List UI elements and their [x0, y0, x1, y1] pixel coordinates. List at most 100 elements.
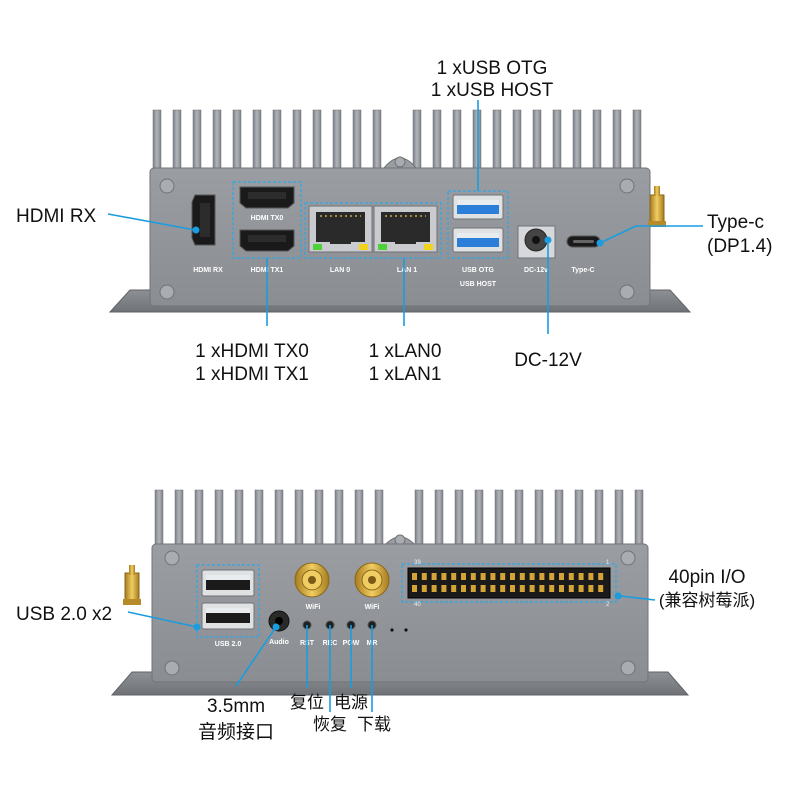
- top-heatsink-fins: [152, 109, 642, 173]
- gpio-callout-line2: (兼容树莓派): [659, 591, 755, 610]
- gpio-pin: [421, 573, 427, 580]
- audio-callout-line2: 音频接口: [198, 721, 274, 743]
- gpio-pin: [480, 573, 486, 580]
- bottom-device: USB 2.0 Audio WiFi WiFi RST REC: [110, 489, 690, 696]
- gpio-pin: [500, 573, 506, 580]
- usb20-port-lower: [201, 602, 255, 630]
- wifi-connector-right: WiFi: [354, 562, 390, 611]
- gpio-pin: [588, 585, 594, 592]
- gpio-pin: [519, 573, 525, 580]
- screw-icon: [164, 660, 180, 676]
- link-led: [378, 244, 387, 250]
- dc-jack-label: DC-12v: [524, 267, 548, 274]
- gpio-pin: [412, 573, 417, 580]
- gpio-pin: [559, 573, 564, 580]
- reset-callout: 复位: [290, 693, 324, 712]
- gpio-pin: [510, 585, 515, 592]
- usb-host-port-label: USB HOST: [460, 281, 497, 288]
- gpio-pin1-label: 1: [606, 560, 610, 566]
- lan-callout-line1: 1 xLAN0: [369, 341, 442, 362]
- gpio-pin: [461, 573, 466, 580]
- link-led: [313, 244, 322, 250]
- hdmi-rx-callout: HDMI RX: [16, 206, 97, 227]
- gpio-pin: [490, 573, 496, 580]
- usb-host-port: [452, 227, 504, 253]
- gpio-pin: [441, 585, 447, 592]
- wifi-connector-left: WiFi: [294, 562, 330, 611]
- gpio-pin: [451, 573, 457, 580]
- status-led: [404, 628, 408, 632]
- screw-icon: [164, 550, 180, 566]
- hdmi-tx0-port: HDMI TX0: [239, 186, 295, 222]
- download-callout: 下载: [357, 715, 391, 734]
- activity-led: [359, 244, 368, 250]
- top-callout-lines: [107, 100, 703, 334]
- lan0-port-label: LAN 0: [330, 267, 350, 274]
- gpio-pin: [578, 585, 584, 592]
- wifi-right-label: WiFi: [365, 604, 380, 611]
- recovery-callout: 恢复: [313, 715, 347, 734]
- audio-callout-line1: 3.5mm: [207, 696, 265, 717]
- gpio-pin: [470, 573, 476, 580]
- status-led: [390, 628, 394, 632]
- screw-icon: [619, 178, 635, 194]
- gpio-pin: [549, 573, 555, 580]
- top-device: HDMI RX HDMI TX0 HDMI TX1 LAN 0: [108, 109, 692, 313]
- usb-callout-line2: 1 xUSB HOST: [431, 80, 554, 101]
- gpio-pin: [598, 585, 604, 592]
- gpio-pin: [588, 573, 594, 580]
- activity-led: [424, 244, 433, 250]
- gpio-pin: [529, 585, 535, 592]
- gpio-pin: [519, 585, 525, 592]
- gpio-pin: [431, 585, 437, 592]
- dc-callout: DC-12V: [514, 350, 582, 371]
- gpio-pin: [598, 573, 604, 580]
- gpio-40pin-header: [407, 567, 611, 599]
- usb-otg-port-label: USB OTG: [462, 267, 494, 274]
- gpio-pin: [490, 585, 496, 592]
- lan1-port: LAN 1: [373, 205, 438, 274]
- hdmi-tx-callout-line1: 1 xHDMI TX0: [195, 341, 309, 362]
- gpio-callout-line1: 40pin I/O: [668, 567, 745, 588]
- gpio-pin: [559, 585, 564, 592]
- wifi-left-label: WiFi: [306, 604, 321, 611]
- type-c-callout-line2: (DP1.4): [707, 236, 772, 257]
- gpio-pin: [431, 573, 437, 580]
- type-c-port-label: Type-C: [571, 267, 594, 274]
- gpio-pin39-label: 39: [414, 560, 421, 566]
- gpio-pin40-label: 40: [414, 602, 421, 608]
- hdmi-tx0-port-label: HDMI TX0: [251, 215, 284, 222]
- gpio-pin: [451, 585, 457, 592]
- usb20-port-label: USB 2.0: [215, 641, 242, 648]
- screw-icon: [159, 284, 175, 300]
- antenna-icon: [123, 565, 141, 605]
- gpio-pin: [568, 573, 574, 580]
- usb20-port-upper: [201, 569, 255, 597]
- lan0-port: LAN 0: [308, 205, 373, 274]
- gpio-pin: [480, 585, 486, 592]
- usb20-callout: USB 2.0 x2: [16, 604, 112, 625]
- antenna-icon: [648, 186, 666, 227]
- gpio-pin2-label: 2: [606, 602, 610, 608]
- audio-jack-label: Audio: [269, 639, 289, 646]
- gpio-pin: [500, 585, 506, 592]
- type-c-callout-line1: Type-c: [707, 212, 764, 233]
- gpio-pin: [412, 585, 417, 592]
- gpio-pin: [470, 585, 476, 592]
- hdmi-rx-port-label: HDMI RX: [193, 267, 223, 274]
- hdmi-tx-callout-line2: 1 xHDMI TX1: [195, 364, 309, 385]
- gpio-pin: [539, 573, 545, 580]
- lan1-port-label: LAN 1: [397, 267, 417, 274]
- usb-otg-port: [452, 194, 504, 220]
- screw-icon: [620, 660, 636, 676]
- power-callout: 电源: [334, 693, 368, 712]
- gpio-pin: [568, 585, 574, 592]
- gpio-pin: [529, 573, 535, 580]
- gpio-pin: [578, 573, 584, 580]
- usb-callout-line1: 1 xUSB OTG: [437, 58, 548, 79]
- screw-icon: [620, 550, 636, 566]
- bottom-callout-lines: [127, 592, 656, 712]
- gpio-pin: [421, 585, 427, 592]
- gpio-pin: [510, 573, 515, 580]
